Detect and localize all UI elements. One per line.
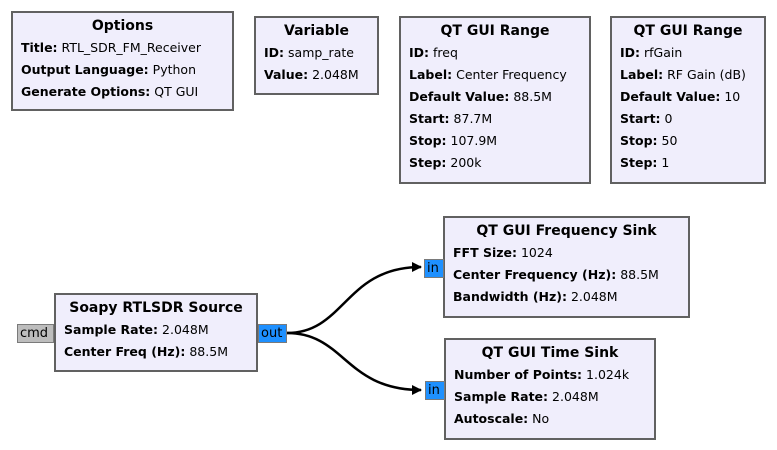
param-key: Label: (409, 67, 453, 82)
param-row: Output Language: Python (21, 59, 224, 81)
time-sink-in-port[interactable]: in (425, 381, 445, 400)
param-row: FFT Size: 1024 (453, 242, 680, 264)
param-key: Label: (620, 67, 664, 82)
param-value: Center Frequency (456, 67, 567, 82)
param-key: Step: (409, 155, 447, 170)
param-value: 2.048M (570, 289, 618, 304)
qt-gui-time-sink-block[interactable]: QT GUI Time Sink Number of Points: 1.024… (444, 338, 656, 440)
freq-sink-in-port[interactable]: in (424, 259, 444, 278)
param-row: Label: RF Gain (dB) (620, 64, 756, 86)
qt-gui-range-freq-block[interactable]: QT GUI Range ID: freq Label: Center Freq… (399, 16, 591, 184)
param-value: 200k (450, 155, 482, 170)
param-row: Center Freq (Hz): 88.5M (64, 341, 248, 363)
param-value: 1 (661, 155, 670, 170)
param-value: 50 (661, 133, 678, 148)
soapy-rtlsdr-source-block[interactable]: Soapy RTLSDR Source Sample Rate: 2.048M … (54, 293, 258, 372)
param-key: Autoscale: (454, 411, 529, 426)
param-row: Value: 2.048M (264, 64, 369, 86)
param-row: Sample Rate: 2.048M (64, 319, 248, 341)
param-value: 1.024k (586, 367, 630, 382)
param-row: ID: samp_rate (264, 42, 369, 64)
param-key: Output Language: (21, 62, 149, 77)
param-key: Bandwidth (Hz): (453, 289, 567, 304)
param-row: Stop: 107.9M (409, 130, 581, 152)
param-value: 0 (664, 111, 673, 126)
param-key: Generate Options: (21, 84, 151, 99)
param-key: Number of Points: (454, 367, 583, 382)
param-row: Start: 0 (620, 108, 756, 130)
param-row: Bandwidth (Hz): 2.048M (453, 286, 680, 308)
param-row: Label: Center Frequency (409, 64, 581, 86)
block-title: QT GUI Frequency Sink (476, 223, 657, 239)
param-key: Sample Rate: (454, 389, 549, 404)
param-key: Title: (21, 40, 58, 55)
out-port[interactable]: out (258, 324, 287, 343)
param-key: Start: (409, 111, 450, 126)
param-key: ID: (264, 45, 285, 60)
param-key: Value: (264, 67, 309, 82)
block-title: Variable (284, 23, 349, 39)
param-row: Generate Options: QT GUI (21, 81, 224, 103)
param-row: Title: RTL_SDR_FM_Receiver (21, 37, 224, 59)
param-key: Start: (620, 111, 661, 126)
param-row: Step: 1 (620, 152, 756, 174)
param-value: 88.5M (513, 89, 552, 104)
param-value: rfGain (644, 45, 683, 60)
param-row: Default Value: 88.5M (409, 86, 581, 108)
connection-out-to-freq-sink[interactable] (286, 262, 422, 335)
param-value: RF Gain (dB) (667, 67, 746, 82)
param-value: Python (152, 62, 197, 77)
block-title: QT GUI Time Sink (481, 345, 619, 361)
param-row: Default Value: 10 (620, 86, 756, 108)
param-row: Autoscale: No (454, 408, 646, 430)
param-value: 2.048M (312, 67, 359, 82)
param-value: samp_rate (288, 45, 354, 60)
param-value: 88.5M (189, 344, 228, 359)
param-row: ID: freq (409, 42, 581, 64)
param-key: ID: (620, 45, 641, 60)
options-block[interactable]: Options Title: RTL_SDR_FM_Receiver Outpu… (11, 11, 234, 111)
param-row: Sample Rate: 2.048M (454, 386, 646, 408)
param-value: 10 (724, 89, 741, 104)
param-value: RTL_SDR_FM_Receiver (61, 40, 201, 55)
param-key: FFT Size: (453, 245, 517, 260)
param-value: 87.7M (453, 111, 493, 126)
param-value: 2.048M (552, 389, 599, 404)
block-title: Soapy RTLSDR Source (69, 300, 243, 316)
param-value: freq (433, 45, 458, 60)
block-title: QT GUI Range (633, 23, 743, 39)
param-value: 1024 (520, 245, 553, 260)
param-row: ID: rfGain (620, 42, 756, 64)
param-row: Center Frequency (Hz): 88.5M (453, 264, 680, 286)
block-title: Options (91, 18, 154, 34)
param-value: 107.9M (450, 133, 498, 148)
param-key: Default Value: (409, 89, 510, 104)
param-row: Start: 87.7M (409, 108, 581, 130)
param-value: 88.5M (620, 267, 659, 282)
block-title: QT GUI Range (440, 23, 550, 39)
qt-gui-frequency-sink-block[interactable]: QT GUI Frequency Sink FFT Size: 1024 Cen… (443, 216, 690, 318)
param-row: Step: 200k (409, 152, 581, 174)
cmd-port[interactable]: cmd (17, 324, 54, 343)
param-key: Center Frequency (Hz): (453, 267, 617, 282)
param-value: 2.048M (162, 322, 209, 337)
param-key: Default Value: (620, 89, 721, 104)
param-value: No (532, 411, 550, 426)
param-row: Stop: 50 (620, 130, 756, 152)
qt-gui-range-gain-block[interactable]: QT GUI Range ID: rfGain Label: RF Gain (… (610, 16, 766, 184)
param-key: Stop: (620, 133, 658, 148)
param-key: Center Freq (Hz): (64, 344, 186, 359)
param-key: Step: (620, 155, 658, 170)
param-row: Number of Points: 1.024k (454, 364, 646, 386)
connection-out-to-time-sink[interactable] (286, 331, 422, 395)
variable-block[interactable]: Variable ID: samp_rate Value: 2.048M (254, 16, 379, 95)
param-key: Sample Rate: (64, 322, 159, 337)
param-key: ID: (409, 45, 430, 60)
param-key: Stop: (409, 133, 447, 148)
param-value: QT GUI (154, 84, 199, 99)
